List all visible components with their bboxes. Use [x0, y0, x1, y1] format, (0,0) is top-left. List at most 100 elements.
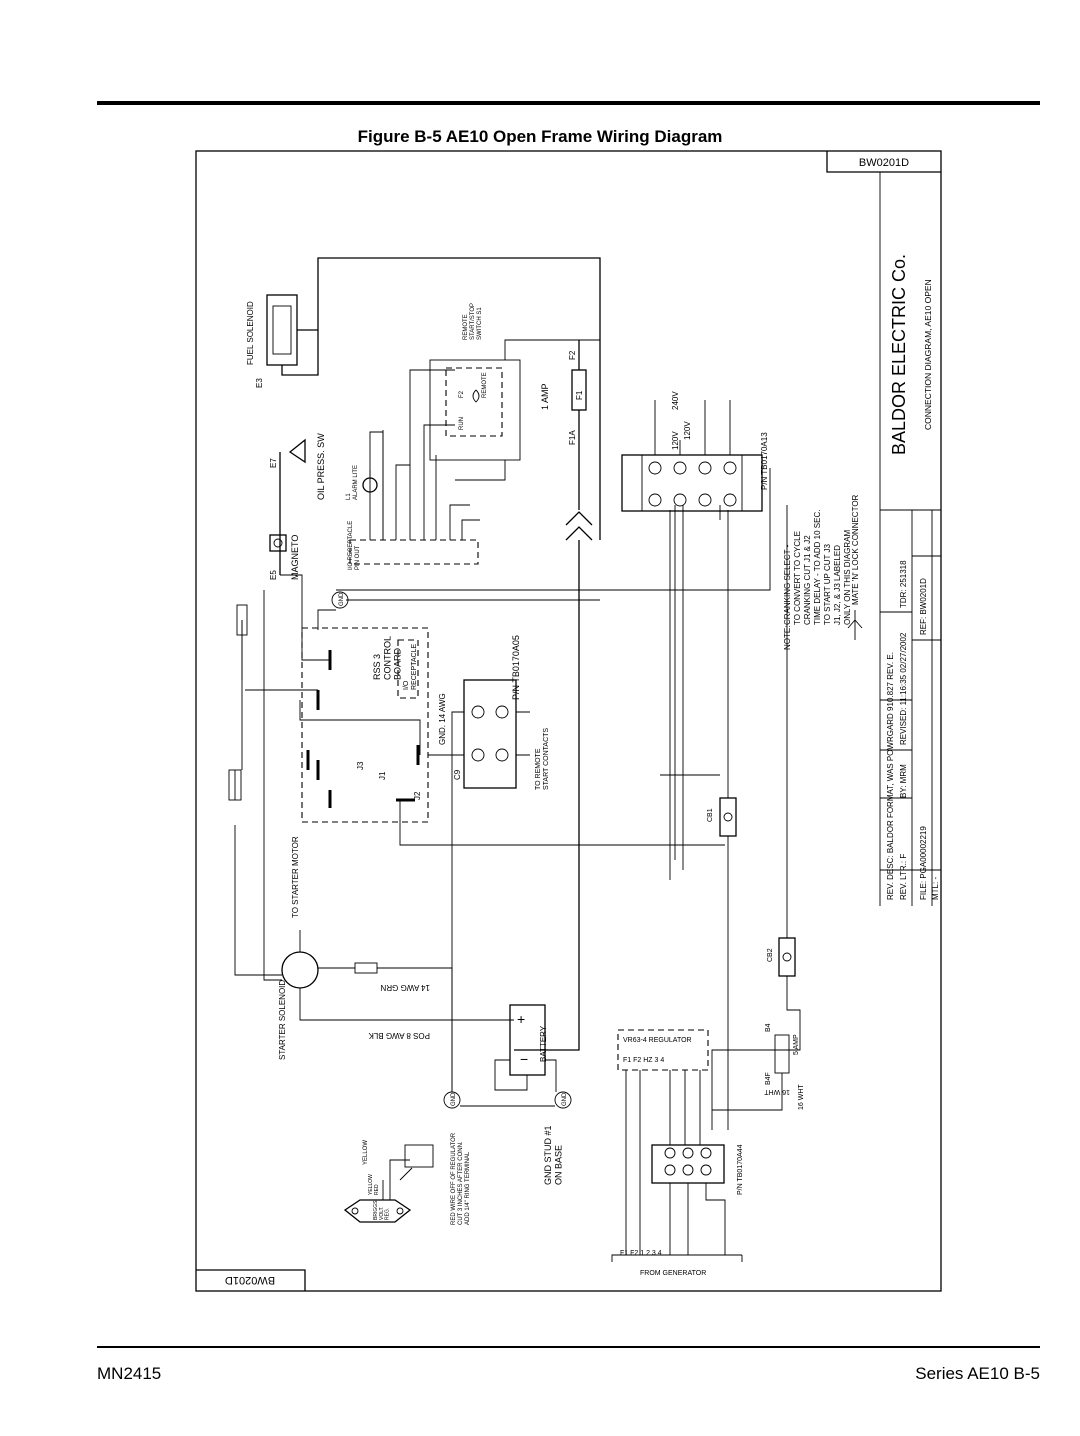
- svg-text:FUEL SOLENOID: FUEL SOLENOID: [246, 301, 255, 365]
- gnd-connector-top: GND: [331, 591, 349, 609]
- svg-text:120V: 120V: [683, 421, 692, 440]
- terminal-block-tb05: [463, 679, 517, 789]
- svg-text:C9: C9: [453, 769, 462, 780]
- svg-text:240V: 240V: [671, 391, 680, 410]
- svg-text:STARTER SOLENOID: STARTER SOLENOID: [278, 980, 287, 1060]
- file-number: FILE: PGA00002219: [919, 826, 928, 900]
- regulator-vr63: [617, 1029, 709, 1071]
- svg-text:E7: E7: [269, 458, 278, 468]
- svg-text:16 WHT: 16 WHT: [764, 1088, 790, 1095]
- gnd-connector-left: GND: [443, 1091, 461, 1109]
- svg-text:BRIGGSVOLT.REG.: BRIGGSVOLT.REG.: [373, 1200, 391, 1220]
- remote-start-stop-switch[interactable]: [429, 359, 521, 461]
- fuse-5amp: [774, 1034, 790, 1074]
- svg-text:14 AWG GRN: 14 AWG GRN: [380, 983, 430, 992]
- svg-text:I/O RECEPTACLEPIN OUT: I/O RECEPTACLEPIN OUT: [348, 521, 361, 570]
- briggs-volt-reg: [343, 1199, 412, 1223]
- magneto: [269, 534, 287, 552]
- drawing-frame: [195, 150, 942, 1292]
- svg-text:TO REMOTESTART CONTACTS: TO REMOTESTART CONTACTS: [535, 728, 550, 790]
- svg-text:B4F: B4F: [765, 1072, 772, 1085]
- rev-desc: REV. DESC: BALDOR FORMAT, WAS POWRGARD 9…: [886, 652, 895, 900]
- top-rule: [97, 101, 1040, 105]
- rev-tdr: TDR: 251318: [899, 560, 908, 608]
- terminal-block-tb13: [621, 454, 763, 512]
- figure-title: Figure B-5 AE10 Open Frame Wiring Diagra…: [357, 127, 723, 146]
- gnd-connector-right: GND: [554, 1091, 572, 1109]
- svg-text:B4: B4: [765, 1023, 772, 1032]
- svg-text:TO START UP CUT J3: TO START UP CUT J3: [823, 544, 832, 625]
- rss3-control-board: [301, 627, 429, 823]
- svg-text:TO STARTER MOTOR: TO STARTER MOTOR: [291, 836, 300, 918]
- bottom-rule: [97, 1346, 1040, 1348]
- oil-press-switch: [279, 438, 306, 575]
- svg-text:P/N TB0170A13: P/N TB0170A13: [760, 432, 769, 490]
- note-label: NOTE:: [783, 626, 792, 650]
- mtl: MTL: -: [931, 877, 940, 900]
- svg-text:YELLOWRED: YELLOWRED: [368, 1174, 380, 1195]
- circuit-breaker-cb2: [778, 937, 796, 977]
- drawing-title: CONNECTION DIAGRAM, AE10 OPEN: [923, 279, 933, 430]
- fuse-1amp: [571, 369, 587, 411]
- circuit-breaker-cb1: [719, 797, 737, 837]
- svg-text:BATTERY: BATTERY: [539, 1025, 548, 1062]
- svg-text:F2: F2: [568, 350, 577, 360]
- svg-text:5 AMP: 5 AMP: [793, 1034, 800, 1055]
- fuel-solenoid: [266, 294, 298, 366]
- io-receptacle-pinout: [349, 539, 479, 565]
- io-receptacle: [397, 639, 419, 699]
- svg-text:J1: J1: [378, 771, 387, 780]
- svg-text:J1, J2, & J3 LABELED: J1, J2, & J3 LABELED: [833, 545, 842, 625]
- drawing-number-top: BW0201D: [859, 157, 909, 169]
- company-name: BALDOR ELECTRIC Co.: [889, 254, 909, 455]
- svg-text:REMOTE: REMOTE: [482, 372, 488, 398]
- svg-text:J3: J3: [356, 761, 365, 770]
- svg-text:16 WHT: 16 WHT: [798, 1084, 805, 1110]
- svg-text:I/ORECEPTACLE: I/ORECEPTACLE: [403, 644, 418, 690]
- footer-manual-number: MN2415: [97, 1364, 162, 1383]
- battery: [509, 1004, 546, 1076]
- inline-fuse-grn: [354, 962, 378, 974]
- svg-text:1 AMP: 1 AMP: [540, 383, 550, 410]
- tb13-terminals: [648, 461, 737, 507]
- svg-text:REMOTESTART/STOPSWITCH S1: REMOTESTART/STOPSWITCH S1: [463, 303, 483, 340]
- rev-revised: REVISED: 11:16:35 02/27/2002: [899, 632, 908, 745]
- svg-text:RED WIRE OFF OF REGULATORCUT 3: RED WIRE OFF OF REGULATORCUT 3 INCHES AF…: [451, 1132, 471, 1225]
- svg-text:TO CONVERT TO CYCLE: TO CONVERT TO CYCLE: [793, 531, 802, 625]
- svg-text:POS 8 AWG BLK: POS 8 AWG BLK: [368, 1031, 430, 1040]
- svg-text:P/N TB0170A44: P/N TB0170A44: [737, 1144, 744, 1195]
- svg-text:CB1: CB1: [707, 808, 714, 822]
- connector-legend: MATE 'N' LOCK CONNECTOR: [851, 494, 860, 605]
- svg-text:GND: GND: [451, 1092, 457, 1106]
- svg-text:E3: E3: [255, 378, 264, 388]
- svg-text:FROM GENERATOR: FROM GENERATOR: [640, 1270, 706, 1277]
- svg-text:L1ALARM LITE: L1ALARM LITE: [346, 465, 359, 500]
- svg-text:OIL PRESS. SW: OIL PRESS. SW: [316, 433, 326, 500]
- svg-text:F1A: F1A: [568, 430, 577, 445]
- svg-text:ONLY ON THIS DIAGRAM: ONLY ON THIS DIAGRAM: [843, 530, 852, 625]
- svg-text:RUN: RUN: [459, 417, 465, 430]
- svg-text:+: +: [517, 1011, 525, 1027]
- svg-text:120V: 120V: [671, 431, 680, 450]
- svg-text:−: −: [520, 1051, 528, 1067]
- svg-text:J2: J2: [413, 791, 422, 800]
- starter-solenoid: [281, 951, 319, 989]
- svg-text:CRANKING SELECT -: CRANKING SELECT -: [783, 544, 792, 625]
- svg-text:F1 F2 HZ 3 4: F1 F2 HZ 3 4: [623, 1057, 664, 1064]
- ref-number: REF: BW0201D: [919, 578, 928, 635]
- drawing-number-bottom: BW0201D: [225, 1274, 275, 1286]
- svg-text:GND: GND: [339, 592, 345, 606]
- svg-text:CRANKING CUT J1 & J2: CRANKING CUT J1 & J2: [803, 535, 812, 625]
- svg-text:MAGNETO: MAGNETO: [290, 535, 300, 580]
- footer-page-number: Series AE10 B-5: [915, 1364, 1040, 1383]
- svg-text:CB2: CB2: [767, 948, 774, 962]
- rev-ltr: REV. LTR.: F: [899, 854, 908, 900]
- svg-text:GND STUD #1ON BASE: GND STUD #1ON BASE: [543, 1125, 563, 1185]
- svg-text:F1 F2 1 2 3 4: F1 F2 1 2 3 4: [620, 1250, 662, 1257]
- svg-text:E5: E5: [269, 570, 278, 580]
- svg-text:YELLOW: YELLOW: [363, 1140, 369, 1165]
- rev-by: BY: MRM: [899, 764, 908, 798]
- svg-text:GND: GND: [562, 1092, 568, 1106]
- terminal-block-tb44: [651, 1144, 725, 1184]
